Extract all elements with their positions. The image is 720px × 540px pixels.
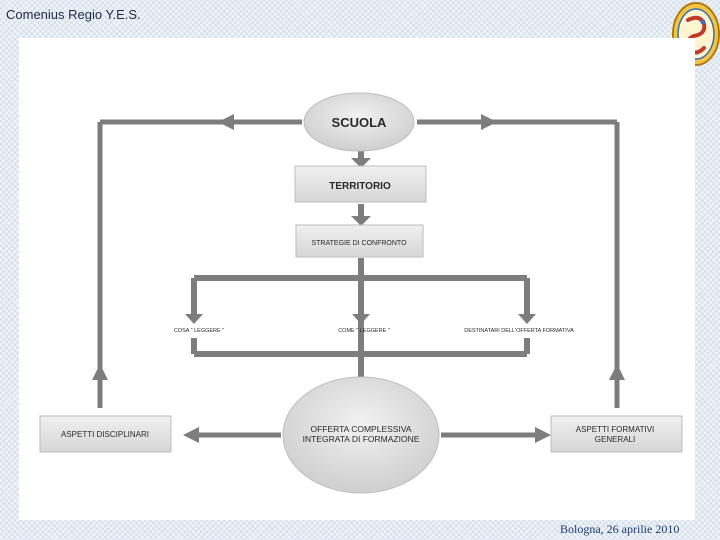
arrow-up-right (609, 364, 625, 380)
arrow-down-strategie (351, 216, 371, 226)
node-scuola-label: SCUOLA (332, 115, 388, 130)
node-strategie-label: STRATEGIE DI CONFRONTO (311, 240, 407, 247)
arrow-left-top (218, 114, 234, 130)
outer-loop-right (417, 119, 620, 408)
header-title: Comenius Regio Y.E.S. (6, 7, 141, 22)
node-offerta: OFFERTA COMPLESSIVA INTEGRATA DI FORMAZI… (282, 376, 440, 494)
node-strategie: STRATEGIE DI CONFRONTO (295, 224, 424, 258)
slide-canvas: SCUOLA TERRITORIO STRATEGIE DI CONFRONTO… (19, 38, 695, 520)
footer-date: Bologna, 26 aprilie 2010 (560, 522, 680, 536)
node-scuola: SCUOLA (303, 92, 415, 152)
node-offerta-line2: INTEGRATA DI FORMAZIONE (303, 434, 420, 444)
node-aspetti-formativi-line1: ASPETTI FORMATIVI (576, 425, 655, 434)
arrow-right-top (481, 114, 497, 130)
flow-diagram: SCUOLA TERRITORIO STRATEGIE DI CONFRONTO… (39, 92, 683, 494)
node-aspetti-formativi: ASPETTI FORMATIVI GENERALI (550, 415, 683, 453)
label-destinatari: DESTINATARI DELL'OFFERTA FORMATIVA (464, 328, 574, 334)
node-territorio-label: TERRITORIO (329, 181, 391, 192)
arrow-up-left (92, 364, 108, 380)
node-aspetti-disciplinari: ASPETTI DISCIPLINARI (39, 415, 172, 453)
node-territorio: TERRITORIO (294, 165, 427, 203)
outer-loop-left (97, 119, 302, 408)
node-aspetti-disciplinari-label: ASPETTI DISCIPLINARI (61, 430, 149, 439)
arrow-down-cosa (185, 314, 203, 324)
label-come: COME " LEGGERE " (338, 328, 390, 334)
arrow-down-come (352, 314, 370, 324)
arrow-down-destinatari (518, 314, 536, 324)
arrow-down-territorio (351, 158, 371, 168)
label-cosa: COSA " LEGGERE " (174, 328, 224, 334)
arrow-right-formativi (535, 427, 551, 443)
node-aspetti-formativi-line2: GENERALI (595, 435, 635, 444)
node-offerta-line1: OFFERTA COMPLESSIVA (310, 424, 411, 434)
arrow-left-disciplinari (183, 427, 199, 443)
